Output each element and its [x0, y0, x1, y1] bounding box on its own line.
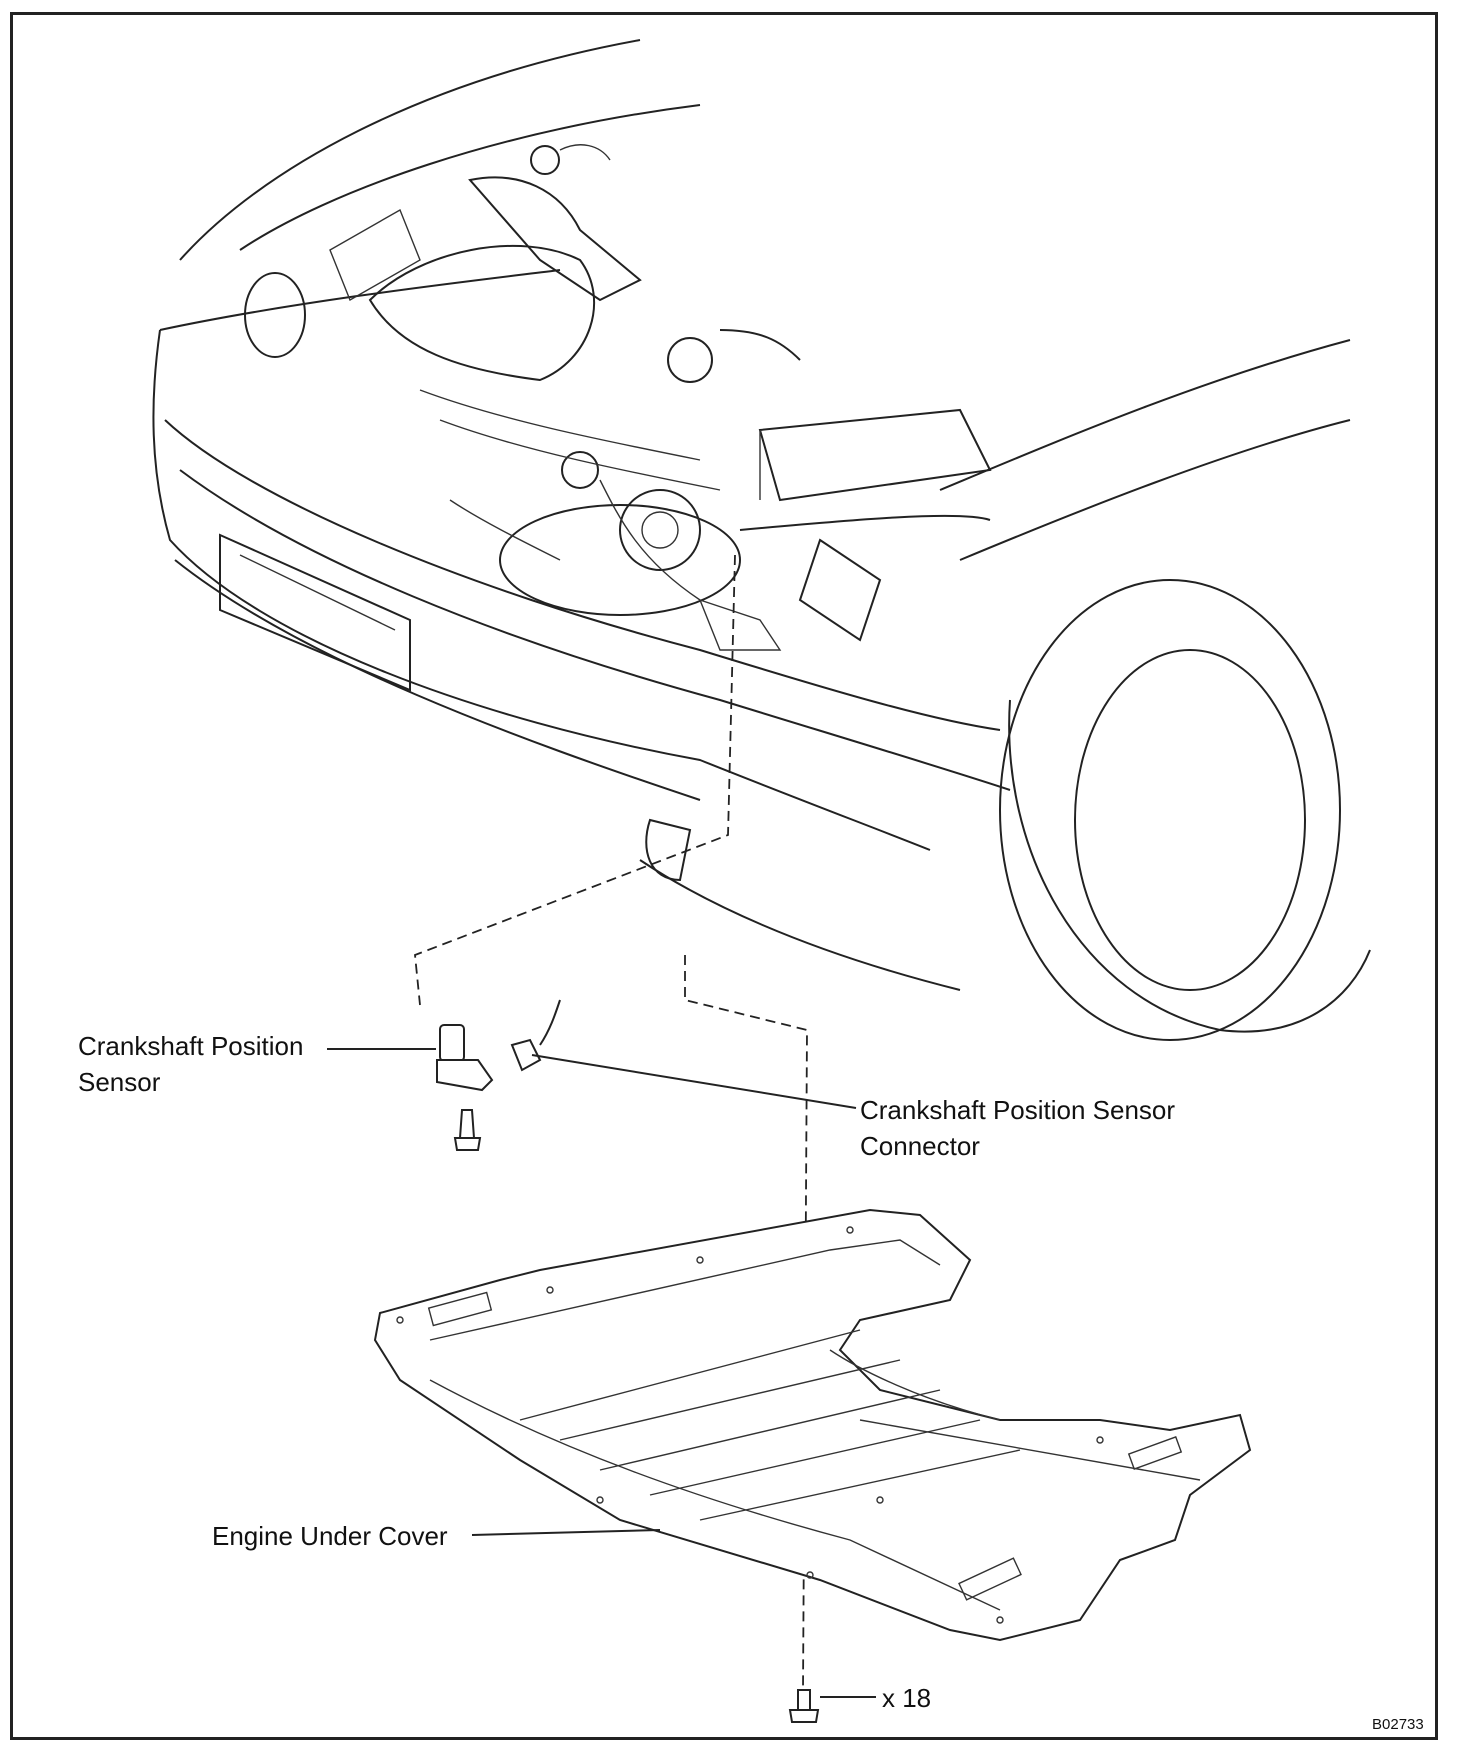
crank-sensor-label-line1: Crankshaft Position: [78, 1031, 304, 1061]
connector-drawing: [510, 999, 857, 1109]
bolt-drawing: [788, 1689, 876, 1723]
bolt-count-label: x 18: [882, 1683, 932, 1713]
connector-leader-line: [531, 1054, 857, 1109]
sensor-location-leader: [414, 554, 736, 1006]
crank-sensor-label: Crankshaft Position Sensor: [78, 1028, 303, 1100]
under-cover-label: Engine Under Cover: [212, 1521, 448, 1551]
connector-label-line2: Connector: [860, 1131, 980, 1161]
crank-sensor-label-line2: Sensor: [78, 1067, 161, 1097]
under-cover-leader-line: [471, 1529, 661, 1536]
figure-frame: [10, 12, 1438, 1740]
engine-compartment: [329, 144, 992, 651]
connector-label-line1: Crankshaft Position Sensor: [860, 1095, 1176, 1125]
figure-code: B02733: [1372, 1716, 1424, 1733]
car-body: [152, 39, 1371, 1041]
engine-under-cover-drawing: [373, 1208, 1252, 1642]
connector-label: Crankshaft Position Sensor Connector: [860, 1092, 1175, 1164]
crankshaft-sensor-drawing: [327, 1024, 494, 1151]
